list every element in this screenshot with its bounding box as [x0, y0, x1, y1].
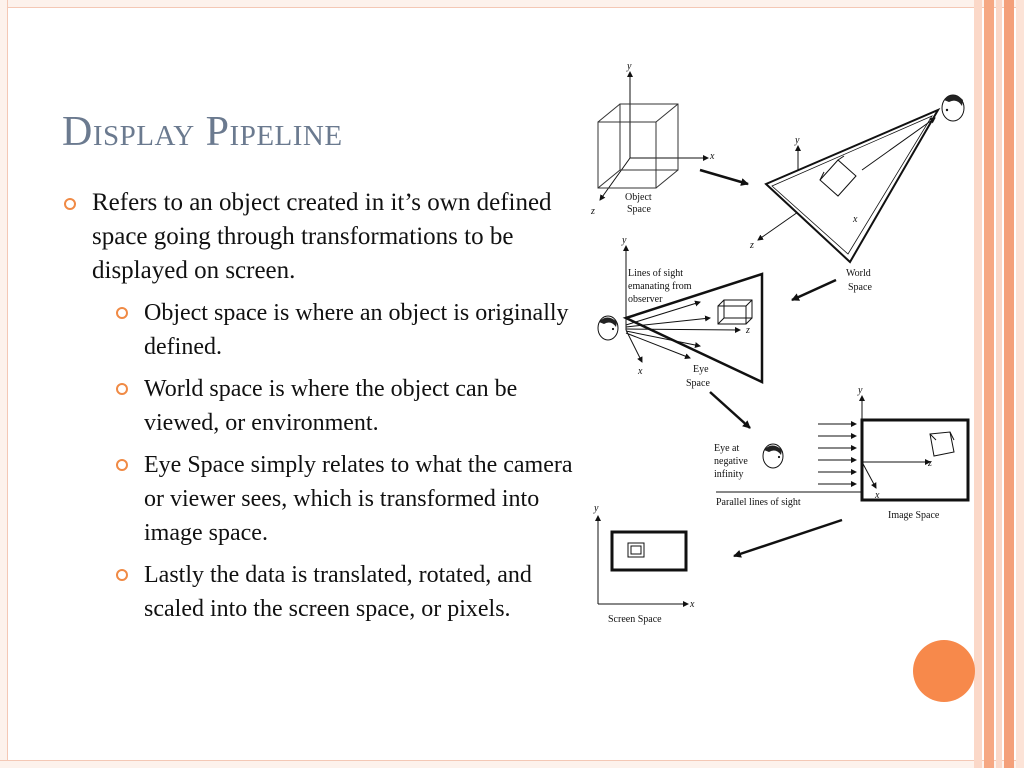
- axis-label: y: [794, 135, 800, 146]
- axis-label: x: [637, 366, 643, 377]
- pipeline-diagram: y x z Object Space y x z World Space: [590, 61, 970, 625]
- bullet-list: Refers to an object created in it’s own …: [62, 186, 587, 626]
- object-space-label: Space: [627, 204, 651, 215]
- axis-label: x: [852, 214, 858, 225]
- sub-bullet-item: Lastly the data is translated, rotated, …: [62, 558, 587, 626]
- pipeline-arrow: [699, 168, 749, 186]
- bullet-marker-icon: [116, 383, 128, 395]
- decorative-stripes: [974, 0, 1024, 768]
- eye-space-note: emanating from: [628, 281, 692, 292]
- stripe: [996, 0, 1002, 768]
- object-space-panel: y x z Object Space: [590, 61, 715, 217]
- image-space-note: infinity: [714, 469, 743, 480]
- image-space-note: Eye at: [714, 443, 739, 454]
- axis-label: x: [874, 490, 880, 501]
- pipeline-arrow: [791, 278, 837, 302]
- slide-frame-left: [0, 0, 8, 768]
- object-space-label: Object: [625, 192, 652, 203]
- pipeline-arrow: [709, 391, 751, 429]
- sub-bullet-item: Eye Space simply relates to what the cam…: [62, 448, 587, 550]
- screen-space-label: Screen Space: [608, 614, 662, 625]
- stripe: [984, 0, 994, 768]
- screen-space-panel: y x Screen Space: [593, 503, 695, 625]
- world-space-label: World: [846, 268, 871, 279]
- axis-label: z: [927, 458, 932, 469]
- bullet-text: Eye Space simply relates to what the cam…: [144, 452, 573, 546]
- parallel-lines-label: Parallel lines of sight: [716, 497, 801, 508]
- axis-label: y: [593, 503, 599, 514]
- sub-bullet-item: World space is where the object can be v…: [62, 372, 587, 440]
- axis-label: x: [709, 151, 715, 162]
- image-space-note: negative: [714, 456, 748, 467]
- eye-space-label: Eye: [693, 364, 709, 375]
- bullet-marker-icon: [116, 569, 128, 581]
- bullet-marker-icon: [64, 198, 76, 210]
- world-space-panel: y x z World Space: [749, 94, 965, 293]
- axis-label: x: [689, 599, 695, 610]
- axis-label: z: [590, 206, 595, 217]
- world-space-label: Space: [848, 282, 872, 293]
- eye-space-label: Space: [686, 378, 710, 389]
- axis-label: z: [745, 325, 750, 336]
- bullet-item: Refers to an object created in it’s own …: [62, 186, 587, 288]
- bullet-marker-icon: [116, 459, 128, 471]
- bullet-text: World space is where the object can be v…: [144, 376, 518, 436]
- stripe: [1016, 0, 1024, 768]
- slide-frame-bottom: [0, 760, 1024, 768]
- image-space-label: Image Space: [888, 510, 940, 521]
- image-space-panel: y z x Eye at negative infinity Parallel …: [714, 385, 970, 521]
- observer-head-icon: [597, 315, 619, 341]
- slide-title: Display Pipeline: [62, 109, 343, 155]
- eye-space-note: Lines of sight: [628, 268, 683, 279]
- observer-head-icon: [941, 94, 965, 122]
- axis-label: y: [857, 385, 863, 396]
- eye-space-note: observer: [628, 294, 663, 305]
- pipeline-arrow: [733, 518, 843, 558]
- slide-frame-top: [0, 0, 1024, 8]
- bullet-text: Object space is where an object is origi…: [144, 300, 569, 360]
- decorative-circle: [913, 640, 975, 702]
- stripe: [974, 0, 982, 768]
- eye-space-panel: y z x Lines of sight emanating from obse…: [597, 235, 764, 389]
- bullet-text: Lastly the data is translated, rotated, …: [144, 562, 532, 622]
- stripe: [1004, 0, 1014, 768]
- axis-label: y: [626, 61, 632, 72]
- bullet-text: Refers to an object created in it’s own …: [92, 189, 552, 284]
- sub-bullet-item: Object space is where an object is origi…: [62, 296, 587, 364]
- axis-label: y: [621, 235, 627, 246]
- observer-head-icon: [762, 443, 784, 469]
- axis-label: z: [749, 240, 754, 251]
- bullet-marker-icon: [116, 307, 128, 319]
